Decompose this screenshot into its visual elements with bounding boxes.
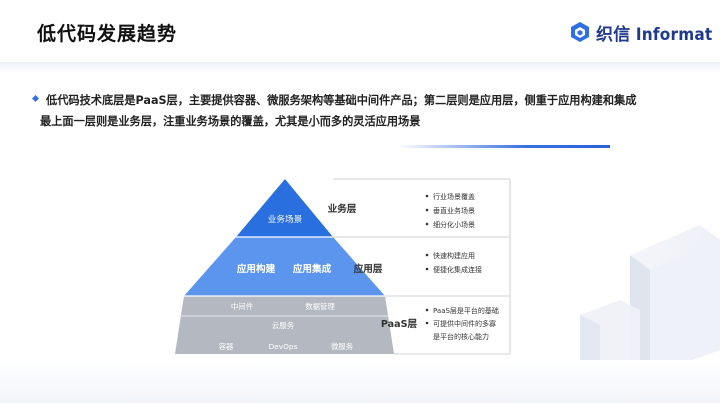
layer-pyramid-diagram: 业务场景 应用构建 应用集成 中间件 数据管理 云服务 容器 DevOps 微服…	[175, 178, 511, 355]
accent-divider	[398, 145, 610, 148]
label-devops: DevOps	[269, 342, 298, 351]
layer-label-business: 业务层	[328, 203, 357, 215]
decorative-cubes	[580, 225, 720, 375]
intro-paragraph: 低代码技术底层是PaaS层，主要提供容器、微服务架构等基础中间件产品；第二层则是…	[32, 90, 692, 132]
header-strip	[0, 62, 720, 74]
brand-logo: 织信 Informat	[570, 21, 713, 45]
label-cloud-service: 云服务	[272, 321, 295, 330]
paas-bullet-1: PaaS层是平台的基础	[433, 306, 499, 315]
pyramid-middle-tier	[184, 237, 385, 296]
paas-bullet-3: 是平台的核心能力	[433, 332, 489, 341]
bullet-dot	[425, 321, 429, 325]
informat-logo-icon	[571, 22, 589, 42]
logo-text: 织信 Informat	[596, 24, 713, 45]
bullet-dot	[425, 194, 429, 198]
label-container: 容器	[219, 342, 234, 351]
bottom-wash	[0, 360, 720, 403]
bullet-dot	[425, 267, 429, 271]
application-bullet-1: 快速构建应用	[433, 251, 475, 260]
header-bar: 低代码发展趋势 织信 Informat	[0, 0, 720, 62]
business-bullet-3: 细分化小场景	[433, 220, 475, 229]
bullet-dot	[425, 222, 429, 226]
label-app-build: 应用构建	[237, 263, 276, 275]
paas-bullet-2: 可提供中间件的多寡	[433, 319, 496, 328]
layer-label-application: 应用层	[354, 263, 383, 275]
pyramid-top-tier	[236, 179, 333, 237]
bullet-diamond-icon	[32, 95, 39, 102]
label-app-integration: 应用集成	[293, 263, 332, 275]
bullet-dot	[425, 253, 429, 257]
pyramid-bottom-tier	[175, 296, 394, 354]
layer-label-paas: PaaS层	[381, 319, 418, 330]
label-middleware: 中间件	[231, 302, 254, 311]
bullet-dot	[425, 308, 429, 312]
label-microservice: 微服务	[331, 342, 354, 351]
business-bullet-1: 行业场景覆盖	[433, 192, 475, 201]
application-bullet-2: 便捷化集成连接	[433, 265, 482, 274]
intro-line-2: 最上面一层则是业务层，注重业务场景的覆盖，尤其是小而多的灵活应用场景	[40, 115, 421, 128]
label-business-scenario: 业务场景	[268, 213, 303, 225]
bullet-dot	[425, 208, 429, 212]
page-title: 低代码发展趋势	[37, 23, 178, 45]
intro-line-1: 低代码技术底层是PaaS层，主要提供容器、微服务架构等基础中间件产品；第二层则是…	[46, 94, 637, 107]
business-bullet-2: 垂直业务场景	[433, 206, 475, 215]
label-data-management: 数据管理	[305, 302, 335, 311]
